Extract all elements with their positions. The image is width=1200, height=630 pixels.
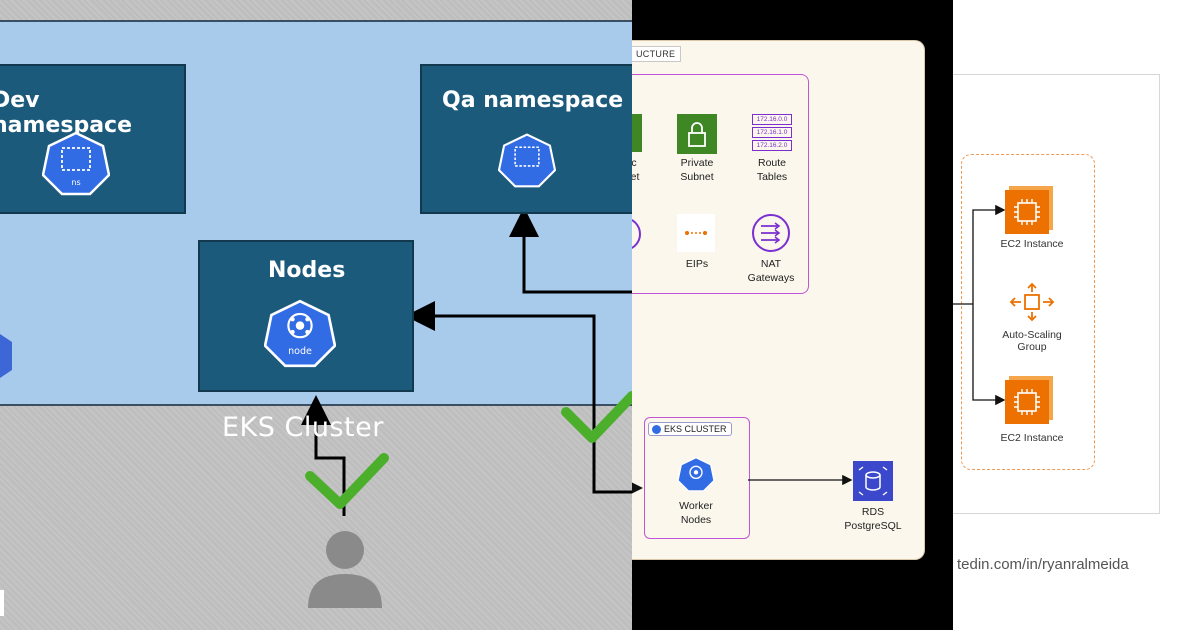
private-subnet-label-1: Private [680, 157, 714, 169]
eks-small-icon [652, 424, 661, 434]
dev-namespace-box: Dev namespace ns [0, 64, 186, 214]
diagram-frame [953, 74, 1160, 514]
ec2-top-label: EC2 Instance [1000, 238, 1064, 250]
eips-label: EIPs [685, 258, 709, 270]
qa-namespace-box: Qa namespace [420, 64, 632, 214]
autoscaling-panel: EC2 Instance Auto-Scaling Group EC2 Inst… [950, 0, 1200, 630]
aws-infrastructure-panel: UCTURE c et Private Subnet 172.16.0.0 17… [632, 0, 950, 630]
infrastructure-tag: UCTURE [632, 46, 682, 62]
user-icon [308, 531, 382, 608]
worker-nodes-label-2: Nodes [680, 514, 712, 526]
user-to-nodes-line [301, 395, 346, 516]
panel2-connectors [632, 474, 853, 494]
check-mark-user [305, 453, 389, 509]
eks-cluster-tag-text: EKS CLUSTER [664, 424, 727, 434]
eks-cluster-tag: EKS CLUSTER [648, 422, 732, 436]
public-subnet-label-1: c [632, 157, 637, 169]
worker-nodes-label-1: Worker [679, 500, 713, 512]
route-ip-2: 172.16.1.0 [752, 127, 792, 138]
partial-cube-icon [0, 334, 12, 378]
route-ip-3: 172.16.2.0 [752, 140, 792, 151]
ns-icon-text: ns [71, 178, 80, 187]
private-subnet-label-2: Subnet [680, 171, 714, 183]
right-to-qa-line [509, 207, 632, 294]
internet-gateway-icon [632, 219, 641, 249]
autoscaling-group-box [961, 154, 1095, 470]
eks-cluster-panel: Dev namespace ns Qa namespace Nodes node… [0, 0, 632, 630]
partial-badge-icon [0, 590, 4, 616]
route-tables-label-2: Tables [756, 171, 788, 183]
rds-label-1: RDS [861, 506, 885, 518]
kubernetes-node-icon: node [264, 299, 336, 368]
nodes-box: Nodes node [198, 240, 414, 392]
to-ec2-top-line [972, 204, 1006, 304]
network-group [632, 74, 809, 294]
route-tables-label-1: Route [757, 157, 787, 169]
linkedin-url[interactable]: tedin.com/in/ryanralmeida [957, 556, 1129, 573]
private-subnet-lock-icon [677, 114, 717, 154]
nodes-title: Nodes [268, 258, 346, 283]
qa-namespace-title: Qa namespace [442, 88, 624, 113]
kubernetes-namespace-icon: ns [42, 131, 110, 196]
autoscaling-group-icon [1009, 282, 1055, 322]
ec2-instance-icon-top [1005, 186, 1053, 234]
ec2-bottom-label: EC2 Instance [1000, 432, 1064, 444]
panel1-connectors [0, 207, 632, 616]
asg-label-1: Auto-Scaling [1002, 329, 1062, 341]
route-ip-1: 172.16.0.0 [752, 114, 792, 125]
autoscaling-page: EC2 Instance Auto-Scaling Group EC2 Inst… [953, 0, 1200, 630]
rds-label-2: PostgreSQL [844, 520, 902, 532]
public-subnet-icon [632, 114, 642, 152]
asg-label-2: Group [1017, 341, 1047, 353]
panel3-connectors [953, 204, 1006, 406]
to-ec2-bottom-line [972, 304, 1006, 406]
dev-namespace-title: Dev namespace [0, 88, 133, 138]
ec2-instance-icon-bottom [1005, 376, 1053, 424]
elastic-ip-icon [677, 214, 715, 252]
public-subnet-label-2: et [632, 171, 640, 183]
rds-database-icon [853, 461, 893, 501]
right-to-nodes-line [405, 301, 632, 494]
worker-nodes-icon [677, 456, 715, 492]
nat-label-1: NAT [760, 258, 782, 270]
nat-label-2: Gateways [747, 272, 795, 284]
route-tables-icon: 172.16.0.0 172.16.1.0 172.16.2.0 [752, 114, 792, 151]
eks-cluster-label: EKS Cluster [222, 412, 384, 443]
check-mark-right [561, 391, 632, 443]
nat-gateway-icon [752, 214, 790, 252]
kubernetes-namespace-icon-qa [498, 133, 556, 188]
node-icon-text: node [288, 346, 312, 357]
